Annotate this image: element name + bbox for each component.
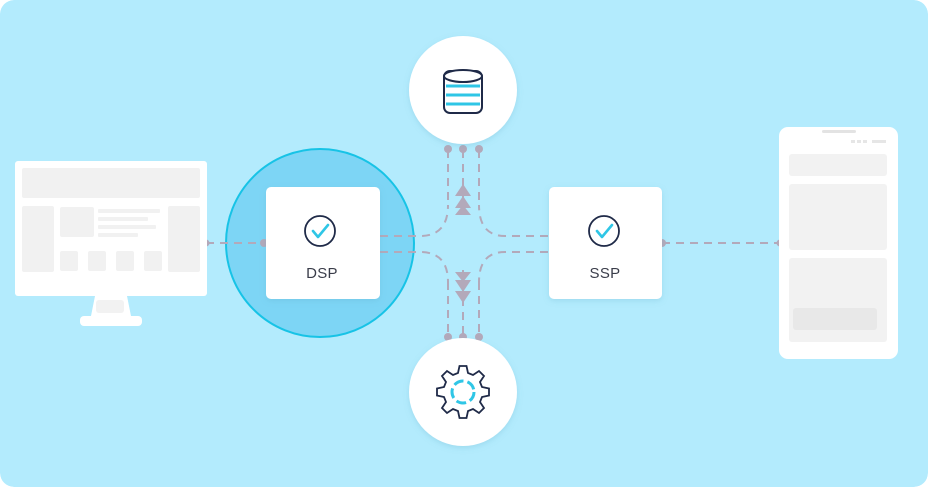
connector-dsp-db [380,204,449,237]
dot-db-3 [475,145,483,153]
connector-ssp-db [478,204,548,237]
arrows [455,184,471,303]
arrow-up-icon [455,184,471,215]
dot-gear-3 [475,333,483,341]
connector-dsp-gear [380,251,449,283]
check-circle-icon [588,215,620,247]
desktop-monitor-icon [15,161,207,326]
dot-gear-1 [444,333,452,341]
check-circle-icon [304,215,336,247]
gear-icon [436,365,490,419]
dot-db-1 [444,145,452,153]
ssp-node: SSP [549,187,662,299]
settings-node [409,338,517,446]
ssp-label: SSP [590,265,621,282]
dot-db-2 [459,145,467,153]
arrow-down-icon [455,272,471,303]
dsp-node: DSP [266,187,380,299]
mobile-phone-icon [779,127,898,359]
connector-ssp-gear [478,251,548,283]
database-node [409,36,517,144]
dsp-label: DSP [306,265,338,282]
database-icon [443,69,483,114]
